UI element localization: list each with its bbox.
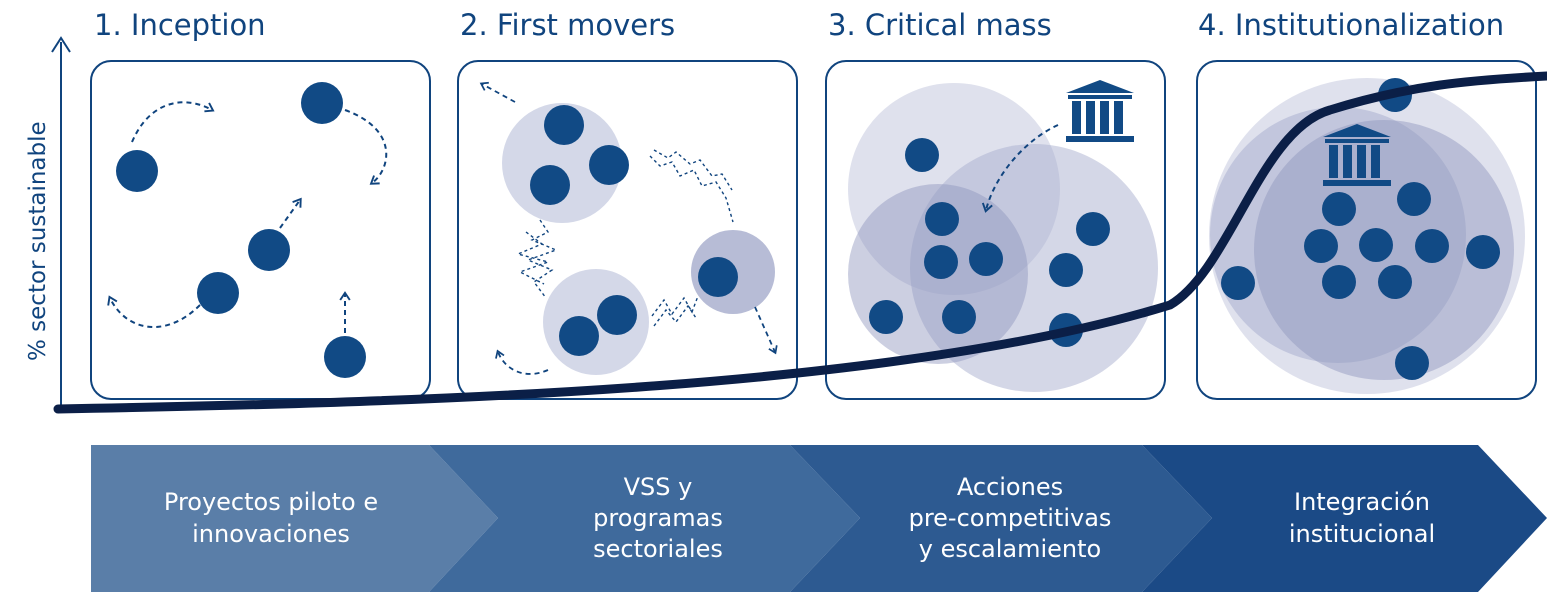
actor-node: [116, 150, 158, 192]
adoption-curve: [53, 71, 1547, 414]
phase-arrows: [91, 445, 1547, 592]
phase-arrow-2: [429, 445, 860, 592]
arrow-dashed-icon: [981, 124, 1059, 213]
institution-icon: [1066, 80, 1134, 142]
cluster-area: [1210, 107, 1466, 363]
actor-node: [324, 336, 366, 378]
cluster-area: [910, 144, 1158, 392]
arrow-dashed-icon: [107, 295, 201, 328]
actor-node: [1076, 212, 1110, 246]
actor-node: [544, 105, 584, 145]
phase-arrow-1: [91, 445, 498, 592]
actor-node: [942, 300, 976, 334]
actor-node: [1466, 235, 1500, 269]
stage-title-inception: 1. Inception: [94, 8, 266, 42]
actor-node: [1221, 266, 1255, 300]
actor-node: [1395, 346, 1429, 380]
stage-panel-inception: [90, 60, 431, 400]
arrow-dashed-icon: [131, 101, 215, 143]
actor-node: [301, 82, 343, 124]
y-axis-label: % sector sustainable: [25, 121, 51, 361]
phase-label-1: Proyectos piloto e innovaciones: [163, 488, 379, 548]
actor-node: [530, 165, 570, 205]
stage-title-critical-mass: 3. Critical mass: [828, 8, 1052, 42]
actor-node: [698, 257, 738, 297]
actor-node: [597, 295, 637, 335]
stage-panel-institutionalization: [1196, 60, 1537, 400]
phase-arrow-3: [790, 445, 1212, 592]
actor-node: [248, 229, 290, 271]
stage-title-institutionalization: 4. Institutionalization: [1198, 8, 1505, 42]
stage-panel-first-movers: [457, 60, 798, 400]
stage-title-first-movers: 2. First movers: [460, 8, 676, 42]
interaction-zigzag: [515, 149, 734, 327]
stage-panel-critical-mass: [825, 60, 1166, 400]
y-axis: [51, 36, 71, 410]
phase-arrow-4: [1142, 445, 1547, 592]
phase-label-3: Acciones pre-competitivas y escalamiento: [908, 472, 1112, 564]
actor-node: [1359, 228, 1393, 262]
phase-label-4: Integración institucional: [1288, 488, 1436, 548]
actor-node: [1397, 182, 1431, 216]
institution-icon: [1323, 124, 1391, 186]
arrow-dashed-icon: [279, 197, 302, 229]
actor-node: [925, 202, 959, 236]
actor-node: [869, 300, 903, 334]
arrow-dashed-icon: [495, 349, 549, 375]
actor-node: [559, 316, 599, 356]
arrow-dashed-icon: [479, 81, 516, 103]
actor-node: [1304, 229, 1338, 263]
actor-node: [1378, 265, 1412, 299]
actor-node: [969, 242, 1003, 276]
actor-node: [589, 145, 629, 185]
phase-label-2: VSS y programas sectoriales: [593, 472, 723, 564]
actor-node: [1049, 253, 1083, 287]
actor-node: [197, 272, 239, 314]
actor-node: [905, 138, 939, 172]
actor-node: [1322, 265, 1356, 299]
actor-node: [1415, 229, 1449, 263]
actor-node: [924, 245, 958, 279]
actor-node: [1322, 192, 1356, 226]
